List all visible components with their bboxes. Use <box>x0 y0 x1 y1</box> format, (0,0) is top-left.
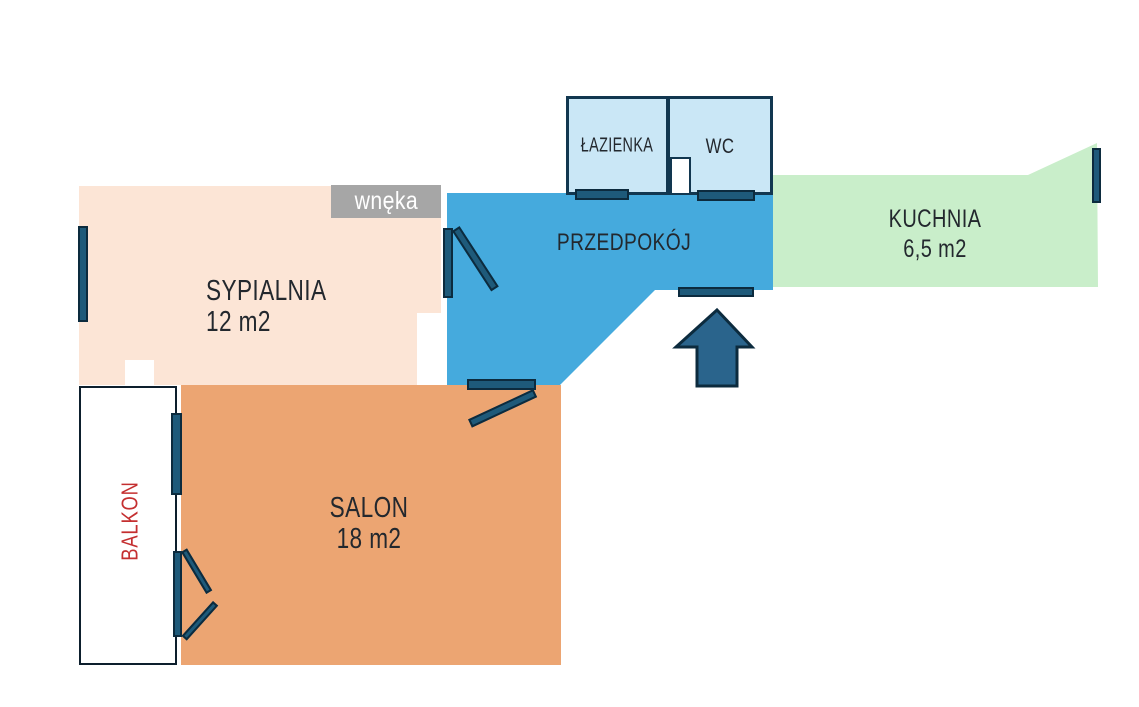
balcony-outline <box>79 386 177 665</box>
lazienka-door-bar <box>575 189 629 200</box>
balcony-door-jamb-bar <box>173 551 182 637</box>
wc-label: WC <box>705 135 735 158</box>
salon-door-bar <box>467 379 536 390</box>
salon-label-block: SALON 18 m2 <box>330 493 409 555</box>
kuchnia-window-bar <box>1092 148 1101 203</box>
kuchnia-name: KUCHNIA <box>888 205 982 233</box>
bathroom-wc-door-opening <box>670 157 691 195</box>
balcony-label: BALKON <box>116 481 143 561</box>
salon-area: 18 m2 <box>336 523 402 555</box>
entrance-door-bar <box>678 287 754 297</box>
sypialnia-label-block: SYPIALNIA 12 m2 <box>206 276 326 338</box>
sypialnia-door-jamb-bar <box>443 228 453 298</box>
niche-label: wnęka <box>354 187 418 215</box>
entrance-arrow-icon <box>672 307 756 388</box>
salon-window-bar <box>171 413 182 495</box>
niche-box: wnęka <box>331 185 441 218</box>
salon-name: SALON <box>329 492 409 524</box>
wc-door-bar <box>697 190 755 201</box>
room-sypialnia <box>79 186 441 385</box>
sypialnia-area: 12 m2 <box>206 306 271 338</box>
lazienka-label: ŁAZIENKA <box>580 134 654 157</box>
sypialnia-name: SYPIALNIA <box>206 275 327 307</box>
room-salon <box>181 385 561 665</box>
sypialnia-window-bar <box>78 226 88 322</box>
sypialnia-wall-notch-right <box>417 313 441 385</box>
przedpokoj-label: PRZEDPOKÓJ <box>556 229 692 256</box>
kuchnia-label-block: KUCHNIA 6,5 m2 <box>889 204 982 264</box>
bathroom-wc-divider-wall <box>666 96 670 195</box>
sypialnia-wall-notch-bottom <box>125 360 154 385</box>
kuchnia-area: 6,5 m2 <box>903 235 967 263</box>
